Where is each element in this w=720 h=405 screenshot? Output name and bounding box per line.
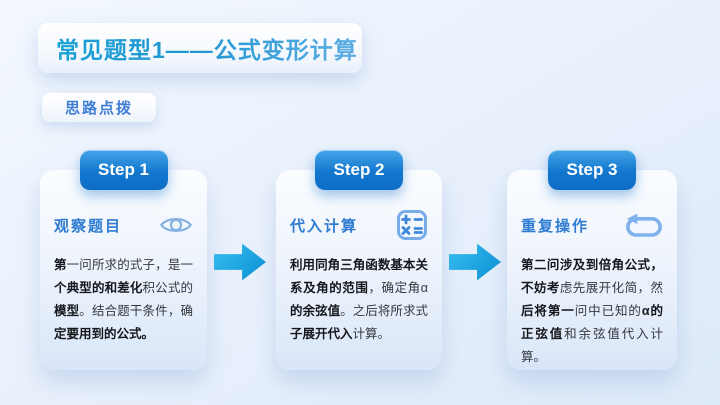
step-3-badge: Step 3 bbox=[548, 150, 636, 190]
step-1-badge: Step 1 bbox=[79, 150, 168, 190]
calculator-icon bbox=[396, 209, 428, 241]
flow-arrow-icon bbox=[214, 243, 266, 281]
step-2-header: 代入计算 bbox=[276, 210, 442, 240]
step-1-body: 第一问所求的式子，是一个典型的和差化积公式的模型。结合题干条件，确定要用到的公式… bbox=[54, 258, 193, 341]
step-3-body: 第二问涉及到倍角公式，不妨考虑先展开化简，然后将第一问中已知的α的正弦值和余弦值… bbox=[521, 258, 663, 364]
eye-icon bbox=[159, 214, 193, 236]
step-2-badge: Step 2 bbox=[315, 150, 403, 190]
step-2-subtitle: 代入计算 bbox=[290, 217, 359, 235]
title-card: 常见题型1——公式变形计算 bbox=[38, 23, 362, 73]
step-card-2: Step 2 代入计算 利用同角三角函数基本关系 bbox=[276, 150, 442, 370]
page-title: 常见题型1——公式变形计算 bbox=[56, 31, 358, 65]
repeat-icon bbox=[625, 213, 663, 238]
step-3-header: 重复操作 bbox=[507, 210, 677, 240]
step-1-subtitle: 观察题目 bbox=[54, 217, 123, 235]
step-card-3: Step 3 重复操作 第二问涉及到倍角公式，不妨考虑先展开化简，然后将第一问中… bbox=[507, 150, 677, 370]
section-tag-label: 思路点拨 bbox=[64, 100, 133, 117]
step-2-body: 利用同角三角函数基本关系及角的范围，确定角α的余弦值。之后将所求式子展开代入计算… bbox=[290, 258, 428, 341]
step-card-1: Step 1 观察题目 第一问所求的式子，是一个典型的和差化积公式的模型。结合题… bbox=[40, 150, 207, 370]
step-3-subtitle: 重复操作 bbox=[521, 217, 590, 235]
section-tag: 思路点拨 bbox=[42, 93, 156, 122]
step-1-header: 观察题目 bbox=[40, 210, 207, 240]
flow-arrow-icon bbox=[449, 243, 501, 281]
